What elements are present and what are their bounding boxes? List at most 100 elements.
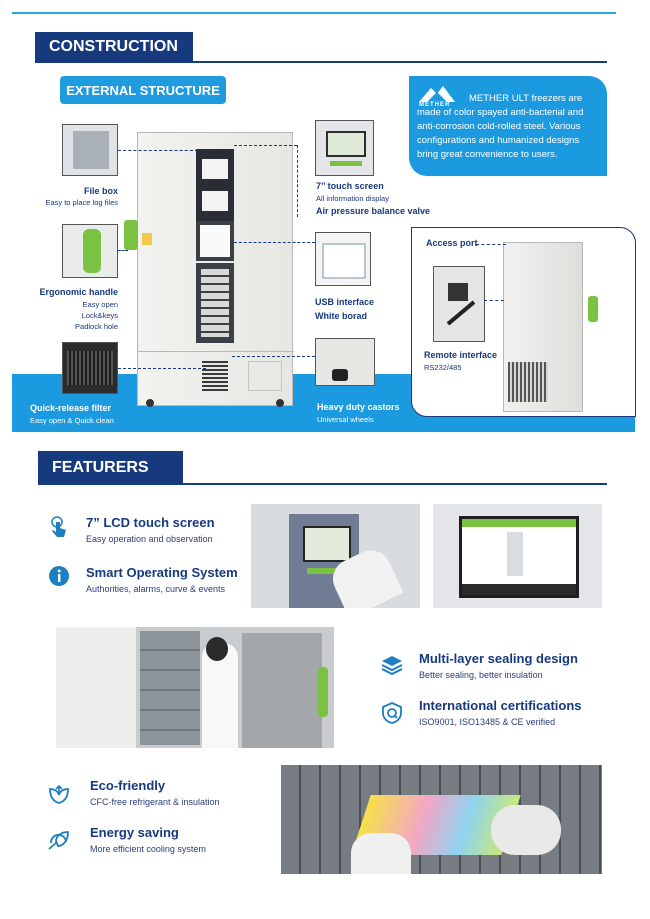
feature-6-title: Energy saving <box>90 825 179 840</box>
castors-label: Heavy duty castors <box>317 402 400 412</box>
filter-thumb-mesh <box>67 351 113 385</box>
rear-vent <box>508 362 548 402</box>
sample-rack-photo <box>281 765 602 874</box>
mether-logo-icon <box>419 86 455 102</box>
feature-1-sub: Easy operation and observation <box>86 534 213 544</box>
energy-icon <box>48 831 69 850</box>
featurers-rule <box>38 483 607 485</box>
file-box-sublabel: Easy to place log files <box>45 198 118 207</box>
access-port-connector <box>476 244 506 245</box>
remote-interface-label: Remote interface <box>424 350 498 360</box>
construction-heading: CONSTRUCTION <box>35 32 193 62</box>
warning-sticker <box>142 233 152 245</box>
remote-port <box>448 283 468 301</box>
feature-3-sub: Better sealing, better insulation <box>419 670 543 680</box>
layers-icon <box>381 656 403 676</box>
feature-4-title: International certifications <box>419 698 582 713</box>
feature-4-sub: ISO9001, ISO13485 & CE verified <box>419 717 556 727</box>
filter-label: Quick-release filter <box>30 403 112 413</box>
ui-screen-toolbar <box>462 584 576 595</box>
handle-connector <box>118 250 128 251</box>
filter-thumb <box>62 342 118 394</box>
photo-handle <box>318 667 328 717</box>
external-structure-title: EXTERNAL STRUCTURE <box>66 82 220 98</box>
logo-text: METHER <box>419 102 451 108</box>
photo-inner-door <box>242 633 322 748</box>
feature-5-sub: CFC-free refrigerant & insulation <box>90 797 220 807</box>
construction-rule <box>35 61 607 63</box>
file-box-slot <box>202 159 228 179</box>
photo-screen <box>303 526 351 562</box>
file-box-thumb <box>62 124 118 176</box>
feature-2-title: Smart Operating System <box>86 565 238 580</box>
touch-screen-sublabel: All information display <box>316 194 389 203</box>
featurers-heading: FEATURERS <box>38 451 183 484</box>
ui-screen-header <box>462 519 576 527</box>
touch-icon <box>51 516 66 537</box>
handle-thumb <box>62 224 118 278</box>
touch-screen-connector-v <box>297 145 298 217</box>
freezer-divider <box>138 351 294 352</box>
scientist-photo <box>56 627 334 748</box>
filter-sublabel: Easy open & Quick clean <box>30 416 114 425</box>
touch-screen-thumb <box>315 120 374 176</box>
leaf-icon <box>49 784 69 804</box>
freezer-handle <box>124 220 138 250</box>
brand-description-line1: METHER ULT freezers are <box>469 93 583 104</box>
info-icon <box>49 566 69 586</box>
touch-screen-connector <box>234 145 297 146</box>
castors-connector <box>232 356 315 357</box>
touch-screen-label: 7’’ touch screen <box>316 181 384 191</box>
touch-screen-thumb-screen <box>326 131 366 157</box>
file-box-thumb-inner <box>73 131 109 169</box>
file-box-connector <box>118 150 198 151</box>
construction-title: CONSTRUCTION <box>49 38 178 55</box>
ui-screen-freezer <box>507 532 523 576</box>
freezer-illustration <box>137 132 294 407</box>
filter-connector <box>118 368 206 369</box>
air-valve-label: Air pressure balance valve <box>316 206 431 216</box>
castors-sublabel: Universal wheels <box>317 415 374 424</box>
photo-green-bar <box>307 568 347 574</box>
access-port-label: Access port <box>426 238 478 248</box>
remote-connector <box>484 300 504 301</box>
handle-sublabel-1: Easy open <box>82 300 118 309</box>
usb-label: USB interface <box>315 297 375 307</box>
rear-view-box <box>411 227 636 417</box>
feature-1-title: 7” LCD touch screen <box>86 515 215 530</box>
side-panel <box>248 361 282 391</box>
right-castor <box>276 399 284 407</box>
handle-thumb-green <box>83 229 101 273</box>
photo-scientist-hair <box>206 637 228 661</box>
left-castor <box>146 399 154 407</box>
photo-right-glove <box>491 805 561 855</box>
top-rule <box>12 12 616 14</box>
file-box-label: File box <box>83 186 118 196</box>
photo-freezer-door <box>56 627 136 748</box>
feature-3-title: Multi-layer sealing design <box>419 651 578 666</box>
feature-5-title: Eco-friendly <box>90 778 166 793</box>
white-board-connector <box>234 242 315 243</box>
photo-freezer-inner <box>140 631 200 745</box>
brand-description: made of color spayed anti-bacterial and … <box>417 107 584 160</box>
label-panel-lines <box>201 269 229 337</box>
power-label: Power on/off <box>424 384 479 394</box>
touch-screen-window <box>202 191 228 211</box>
white-board-thumb-inner <box>322 243 366 279</box>
castors-thumb <box>315 338 375 386</box>
filter-vent <box>202 361 228 391</box>
feature-6-sub: More efficient cooling system <box>90 844 206 854</box>
ui-screen-photo <box>433 504 602 608</box>
external-structure-heading: EXTERNAL STRUCTURE <box>60 76 226 104</box>
touch-screen-thumb-bar <box>330 161 362 166</box>
photo-left-glove <box>351 833 411 874</box>
handle-sublabel-3: Padlock hole <box>75 322 118 331</box>
remote-interface-sublabel: RS232/485 <box>424 363 462 372</box>
handle-sublabel-2: Lock&keys <box>81 311 118 320</box>
feature-2-sub: Authorities, alarms, curve & events <box>86 584 226 594</box>
certificate-icon <box>382 702 402 724</box>
brand-info-box: METHER METHER ULT freezers are made of c… <box>409 76 607 176</box>
white-board-thumb <box>315 232 371 286</box>
handle-label: Ergonomic handle <box>39 287 118 297</box>
rear-handle <box>588 296 598 322</box>
